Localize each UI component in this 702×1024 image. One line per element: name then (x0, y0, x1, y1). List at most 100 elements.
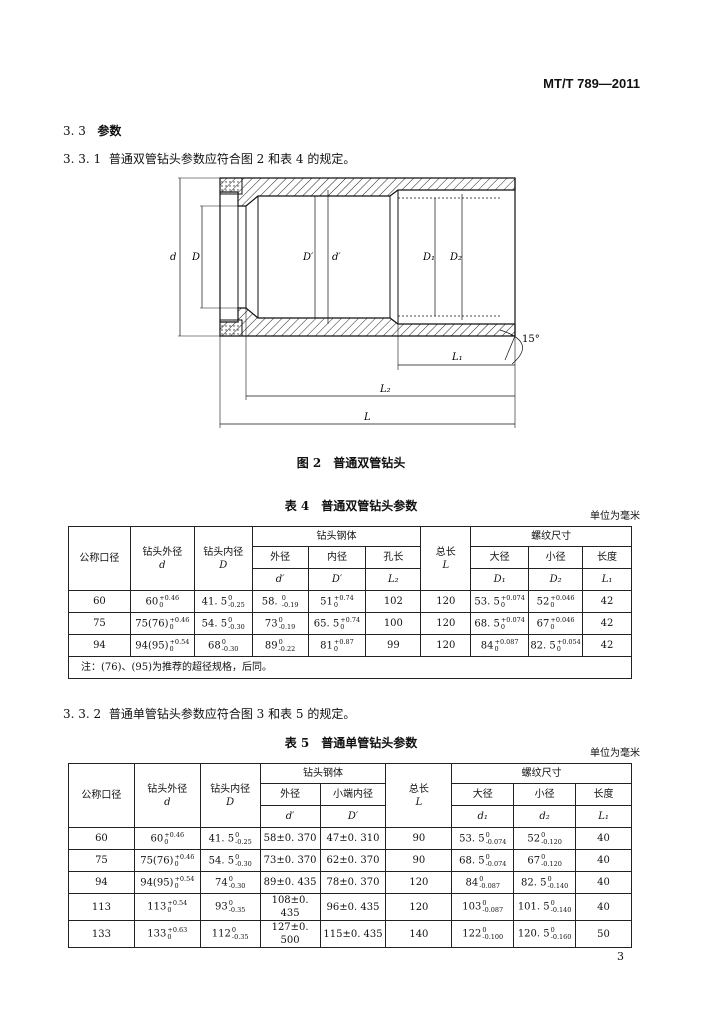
header-minor-sym: D₂ (528, 568, 584, 591)
header-thread: 螺纹尺寸 (451, 763, 632, 784)
table-5-caption: 表 5 普通单管钻头参数 (284, 736, 418, 750)
cell-L1: 50 (575, 920, 632, 948)
table-4-unit: 单位为毫米 (590, 511, 640, 522)
cell-dp: 127±0. 500 (259, 920, 321, 948)
cell-L1: 40 (575, 827, 632, 850)
dim-L2-label: L₂ (379, 384, 391, 395)
cell-nominal: 75 (68, 612, 131, 635)
figure-2-caption: 图 2 普通双管钻头 (296, 456, 406, 470)
header-length-sym: L₁ (582, 568, 632, 591)
header-minor: 小径 (528, 546, 584, 569)
cell-L: 120 (385, 893, 453, 921)
cell-L: 120 (420, 634, 472, 657)
header-id-sym: D′ (307, 568, 367, 591)
cell-dp: 73±0. 370 (259, 849, 321, 872)
header-major-sym: d₁ (451, 805, 515, 828)
para-number: 3. 3. 2 (63, 707, 102, 721)
angle-label: 15° (522, 334, 540, 345)
header-hole-sym: L₂ (365, 568, 422, 591)
table-4-note: 注：(76)、(95)为推荐的超径规格，后同。 (68, 656, 632, 679)
cell-nominal: 113 (68, 893, 135, 921)
cell-Dp: 96±0. 435 (319, 893, 387, 921)
cell-L: 90 (385, 849, 453, 872)
dim-d-label: d (170, 252, 176, 263)
dim-D-label: D (191, 252, 200, 263)
cell-L2: 102 (365, 590, 422, 613)
dim-D2-label: D₂ (449, 252, 462, 263)
section-number: 3. 3 (63, 124, 86, 138)
cell-dp: 108±0. 435 (259, 893, 321, 921)
cell-L1: 42 (582, 634, 632, 657)
cell-Dp: 62±0. 370 (319, 849, 387, 872)
header-od-sym: d′ (259, 805, 321, 828)
header-body: 钻头钢体 (251, 526, 422, 547)
header-id: 内径 (307, 546, 367, 569)
cell-Dp: 78±0. 370 (319, 871, 387, 894)
table-5-unit: 单位为毫米 (590, 748, 640, 759)
header-length: 长度 (582, 546, 632, 569)
cell-dp: 58. 0-0.19 (251, 590, 309, 613)
header-od-sym: d′ (251, 568, 309, 591)
dim-dprime-label: d′ (332, 252, 341, 263)
cell-L2: 99 (365, 634, 422, 657)
para-number: 3. 3. 1 (63, 152, 102, 166)
cell-L1: 40 (575, 849, 632, 872)
header-hole: 孔长 (365, 546, 422, 569)
table-4-caption: 表 4 普通双管钻头参数 (284, 499, 418, 513)
header-nominal: 公称口径 (68, 526, 131, 591)
section-title: 参数 (97, 124, 122, 138)
cell-L1: 40 (575, 871, 632, 894)
header-od: 外径 (251, 546, 309, 569)
para-3-3-1: 3. 3. 1 普通双管钻头参数应符合图 2 和表 4 的规定。 (63, 150, 355, 167)
page-number: 3 (617, 950, 624, 963)
dim-L1-label: L₁ (451, 352, 463, 363)
cell-L: 120 (420, 590, 472, 613)
cell-L1: 42 (582, 590, 632, 613)
header-minor: 小径 (513, 783, 577, 806)
header-od: 外径 (259, 783, 321, 806)
para-text: 普通单管钻头参数应符合图 3 和表 5 的规定。 (108, 707, 356, 721)
header-major: 大径 (470, 546, 530, 569)
header-small-id-sym: D′ (319, 805, 387, 828)
standard-number: MT/T 789—2011 (543, 76, 640, 91)
header-length-sym: L₁ (575, 805, 632, 828)
cell-L: 120 (385, 871, 453, 894)
